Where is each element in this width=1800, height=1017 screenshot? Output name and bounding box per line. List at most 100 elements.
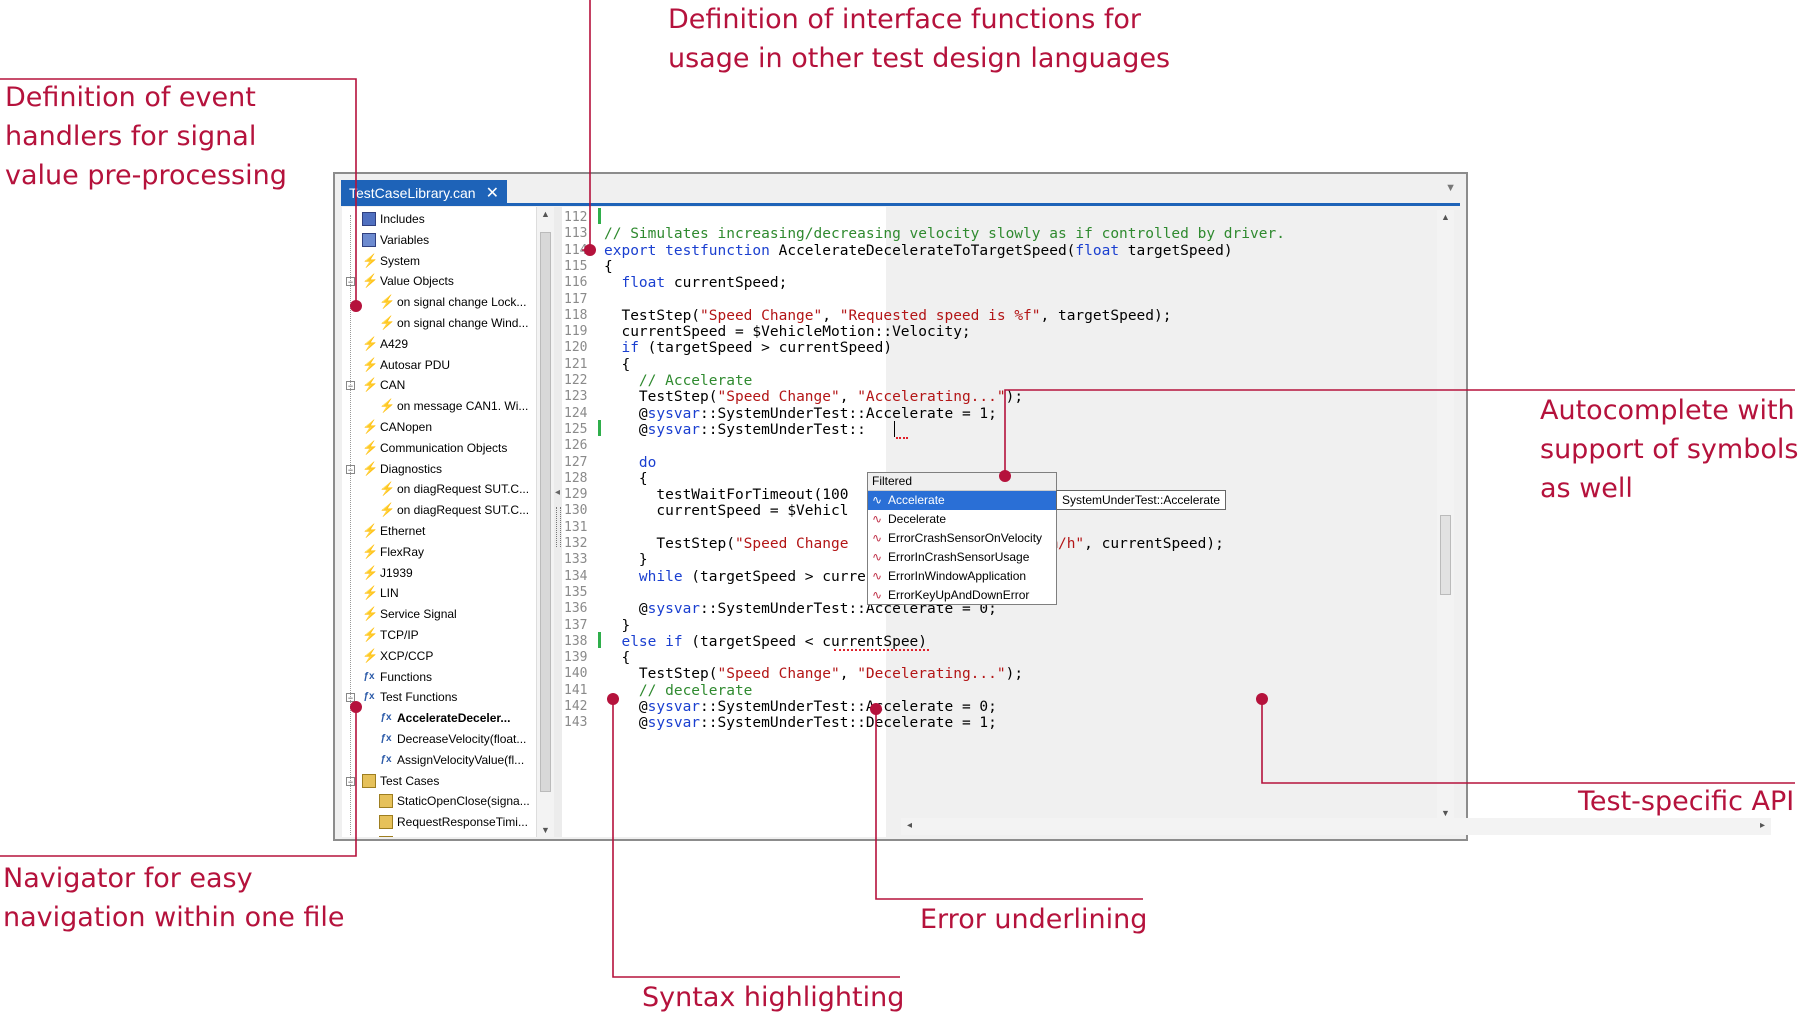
autocomplete-item-label: ErrorCrashSensorOnVelocity — [888, 531, 1043, 545]
navigator-item[interactable]: ⚡Ethernet — [362, 521, 425, 541]
event-icon: ⚡ — [379, 294, 396, 310]
code-line[interactable]: // Simulates increasing/decreasing veloc… — [604, 225, 1285, 244]
navigator-item[interactable]: ⚡on diagRequest SUT.C... — [379, 479, 529, 499]
code-line[interactable]: // decelerate — [604, 682, 753, 701]
navigator-item[interactable]: ⚡CAN — [362, 375, 405, 395]
splitter-handle[interactable]: ◂ — [554, 207, 562, 837]
navigator-item[interactable]: ⚡on diagRequest SUT.C... — [379, 500, 529, 520]
code-line[interactable]: { — [604, 258, 613, 277]
code-line[interactable]: } — [604, 617, 630, 636]
autocomplete-item[interactable]: ∿ErrorInCrashSensorUsage — [868, 548, 1056, 567]
autocomplete-item[interactable]: ∿Accelerate — [868, 491, 1056, 510]
navigator-item[interactable]: ⚡System — [362, 251, 420, 271]
autocomplete-item[interactable]: ∿ErrorCrashSensorOnVelocity — [868, 529, 1056, 548]
code-line[interactable]: TestStep("Speed Change", "Requested spee… — [604, 307, 1171, 326]
code-line[interactable]: float currentSpeed; — [604, 274, 787, 293]
navigator-item[interactable]: Test Cases — [362, 771, 439, 791]
splitter-grip-icon[interactable] — [556, 507, 561, 547]
autocomplete-item[interactable]: ∿ErrorInWindowApplication — [868, 567, 1056, 586]
autocomplete-item[interactable]: ∿Decelerate — [868, 510, 1056, 529]
autocomplete-header: Filtered — [868, 473, 1056, 491]
keyword-token: sysvar — [647, 405, 701, 422]
code-line[interactable]: currentSpeed = $VehicleMotion::Velocity; — [604, 323, 971, 342]
navigator-item[interactable]: StaticOpenClose(signa... — [379, 791, 530, 811]
navigator-item[interactable]: ⚡A429 — [362, 334, 408, 354]
navigator-item-label: Service Signal — [380, 607, 457, 622]
navigator-item[interactable]: CheckLockingBehavior... — [379, 833, 529, 837]
navigator-item[interactable]: ⚡FlexRay — [362, 542, 424, 562]
code-line[interactable]: if (targetSpeed > currentSpeed) — [604, 339, 892, 358]
line-number: 113 — [564, 226, 588, 242]
code-token: TestStep( — [604, 666, 718, 683]
code-line[interactable]: currentSpeed = $Vehicl — [604, 502, 848, 521]
navigator-scrollbar[interactable]: ▲ ▼ — [536, 207, 554, 837]
code-line[interactable]: @sysvar::SystemUnderTest::Decelerate = 1… — [604, 714, 997, 733]
code-line[interactable]: @sysvar::SystemUnderTest::Accelerate = 1… — [604, 405, 997, 424]
scroll-up-icon[interactable]: ▲ — [1441, 212, 1450, 222]
navigator-item[interactable]: ⚡on signal change Lock... — [379, 292, 526, 312]
callout-test-api: Test-specific API — [1578, 786, 1795, 817]
tab-testcaselibrary[interactable]: TestCaseLibrary.can ✕ — [341, 180, 507, 205]
scroll-right-icon[interactable]: ▸ — [1759, 820, 1765, 831]
autocomplete-popup[interactable]: Filtered ∿Accelerate∿Decelerate∿ErrorCra… — [867, 472, 1057, 605]
code-line[interactable]: { — [604, 649, 630, 668]
collapse-arrow-icon[interactable]: ◂ — [555, 487, 561, 498]
code-line[interactable]: @sysvar::SystemUnderTest:: — [604, 421, 866, 440]
navigator-scroll-thumb[interactable] — [540, 232, 551, 792]
code-line[interactable]: else if (targetSpeed < currentSpee) — [604, 633, 927, 652]
scroll-left-icon[interactable]: ◂ — [907, 820, 913, 831]
navigator-item[interactable]: ⚡Service Signal — [362, 604, 457, 624]
code-line[interactable]: @sysvar::SystemUnderTest::Accelerate = 0… — [604, 600, 997, 619]
event-icon: ⚡ — [379, 398, 396, 414]
comment-token: // Simulates increasing/decreasing veloc… — [604, 226, 1285, 243]
tab-dropdown-icon[interactable]: ▼ — [1445, 182, 1456, 194]
navigator-item[interactable]: ⚡Communication Objects — [362, 438, 507, 458]
navigator-item[interactable]: ⚡on signal change Wind... — [379, 313, 528, 333]
code-token: targetSpeed) — [1119, 242, 1233, 259]
navigator-item[interactable]: ⚡TCP/IP — [362, 625, 419, 645]
line-number: 118 — [564, 307, 588, 323]
close-icon[interactable]: ✕ — [485, 184, 499, 202]
code-line[interactable]: TestStep("Speed Change", "Decelerating..… — [604, 665, 1023, 684]
navigator-item[interactable]: ⚡XCP/CCP — [362, 646, 433, 666]
testcase-icon — [379, 836, 393, 837]
code-line[interactable]: // Accelerate — [604, 372, 753, 391]
code-line[interactable]: export testfunction AccelerateDecelerate… — [604, 242, 1233, 261]
navigator-item[interactable]: ⚡Autosar PDU — [362, 355, 450, 375]
callout-error-underlining: Error underlining — [920, 904, 1148, 935]
navigator-item[interactable]: ⚡Diagnostics — [362, 459, 442, 479]
function-icon: ƒx — [380, 753, 392, 765]
scroll-down-icon[interactable]: ▼ — [541, 825, 550, 835]
sysvar-symbol-icon: ∿ — [872, 588, 883, 602]
autocomplete-item[interactable]: ∿ErrorKeyUpAndDownError — [868, 586, 1056, 605]
navigator-item[interactable]: ⚡on message CAN1. Wi... — [379, 396, 528, 416]
line-number: 125 — [564, 421, 588, 437]
navigator-item[interactable]: Includes — [362, 209, 425, 229]
code-vertical-scrollbar[interactable]: ▲ ▼ — [1437, 210, 1454, 820]
code-token: currentSpeed = $VehicleMotion::Velocity; — [604, 324, 971, 341]
navigator-item[interactable]: ⚡J1939 — [362, 563, 413, 583]
navigator-item[interactable]: Variables — [362, 230, 429, 250]
code-line[interactable]: { — [604, 470, 648, 489]
code-line[interactable]: testWaitForTimeout(100 — [604, 486, 848, 505]
navigator-item[interactable]: ⚡LIN — [362, 583, 399, 603]
navigator-item-label: Autosar PDU — [380, 357, 451, 372]
scroll-up-icon[interactable]: ▲ — [541, 209, 550, 219]
code-line[interactable]: } — [604, 551, 648, 570]
navigator-item[interactable]: ⚡Value Objects — [362, 271, 454, 291]
code-line[interactable]: { — [604, 356, 630, 375]
line-number: 134 — [564, 568, 588, 584]
navigator-item[interactable]: RequestResponseTimi... — [379, 812, 528, 832]
scroll-down-icon[interactable]: ▼ — [1441, 808, 1450, 818]
code-scroll-thumb[interactable] — [1440, 515, 1451, 595]
keyword-token: if — [621, 340, 639, 357]
code-horizontal-scrollbar[interactable]: ◂ ▸ — [901, 818, 1771, 835]
navigator-item[interactable]: ⚡CANopen — [362, 417, 432, 437]
navigator-item-label: Includes — [380, 212, 425, 226]
code-line[interactable]: do — [604, 454, 656, 473]
